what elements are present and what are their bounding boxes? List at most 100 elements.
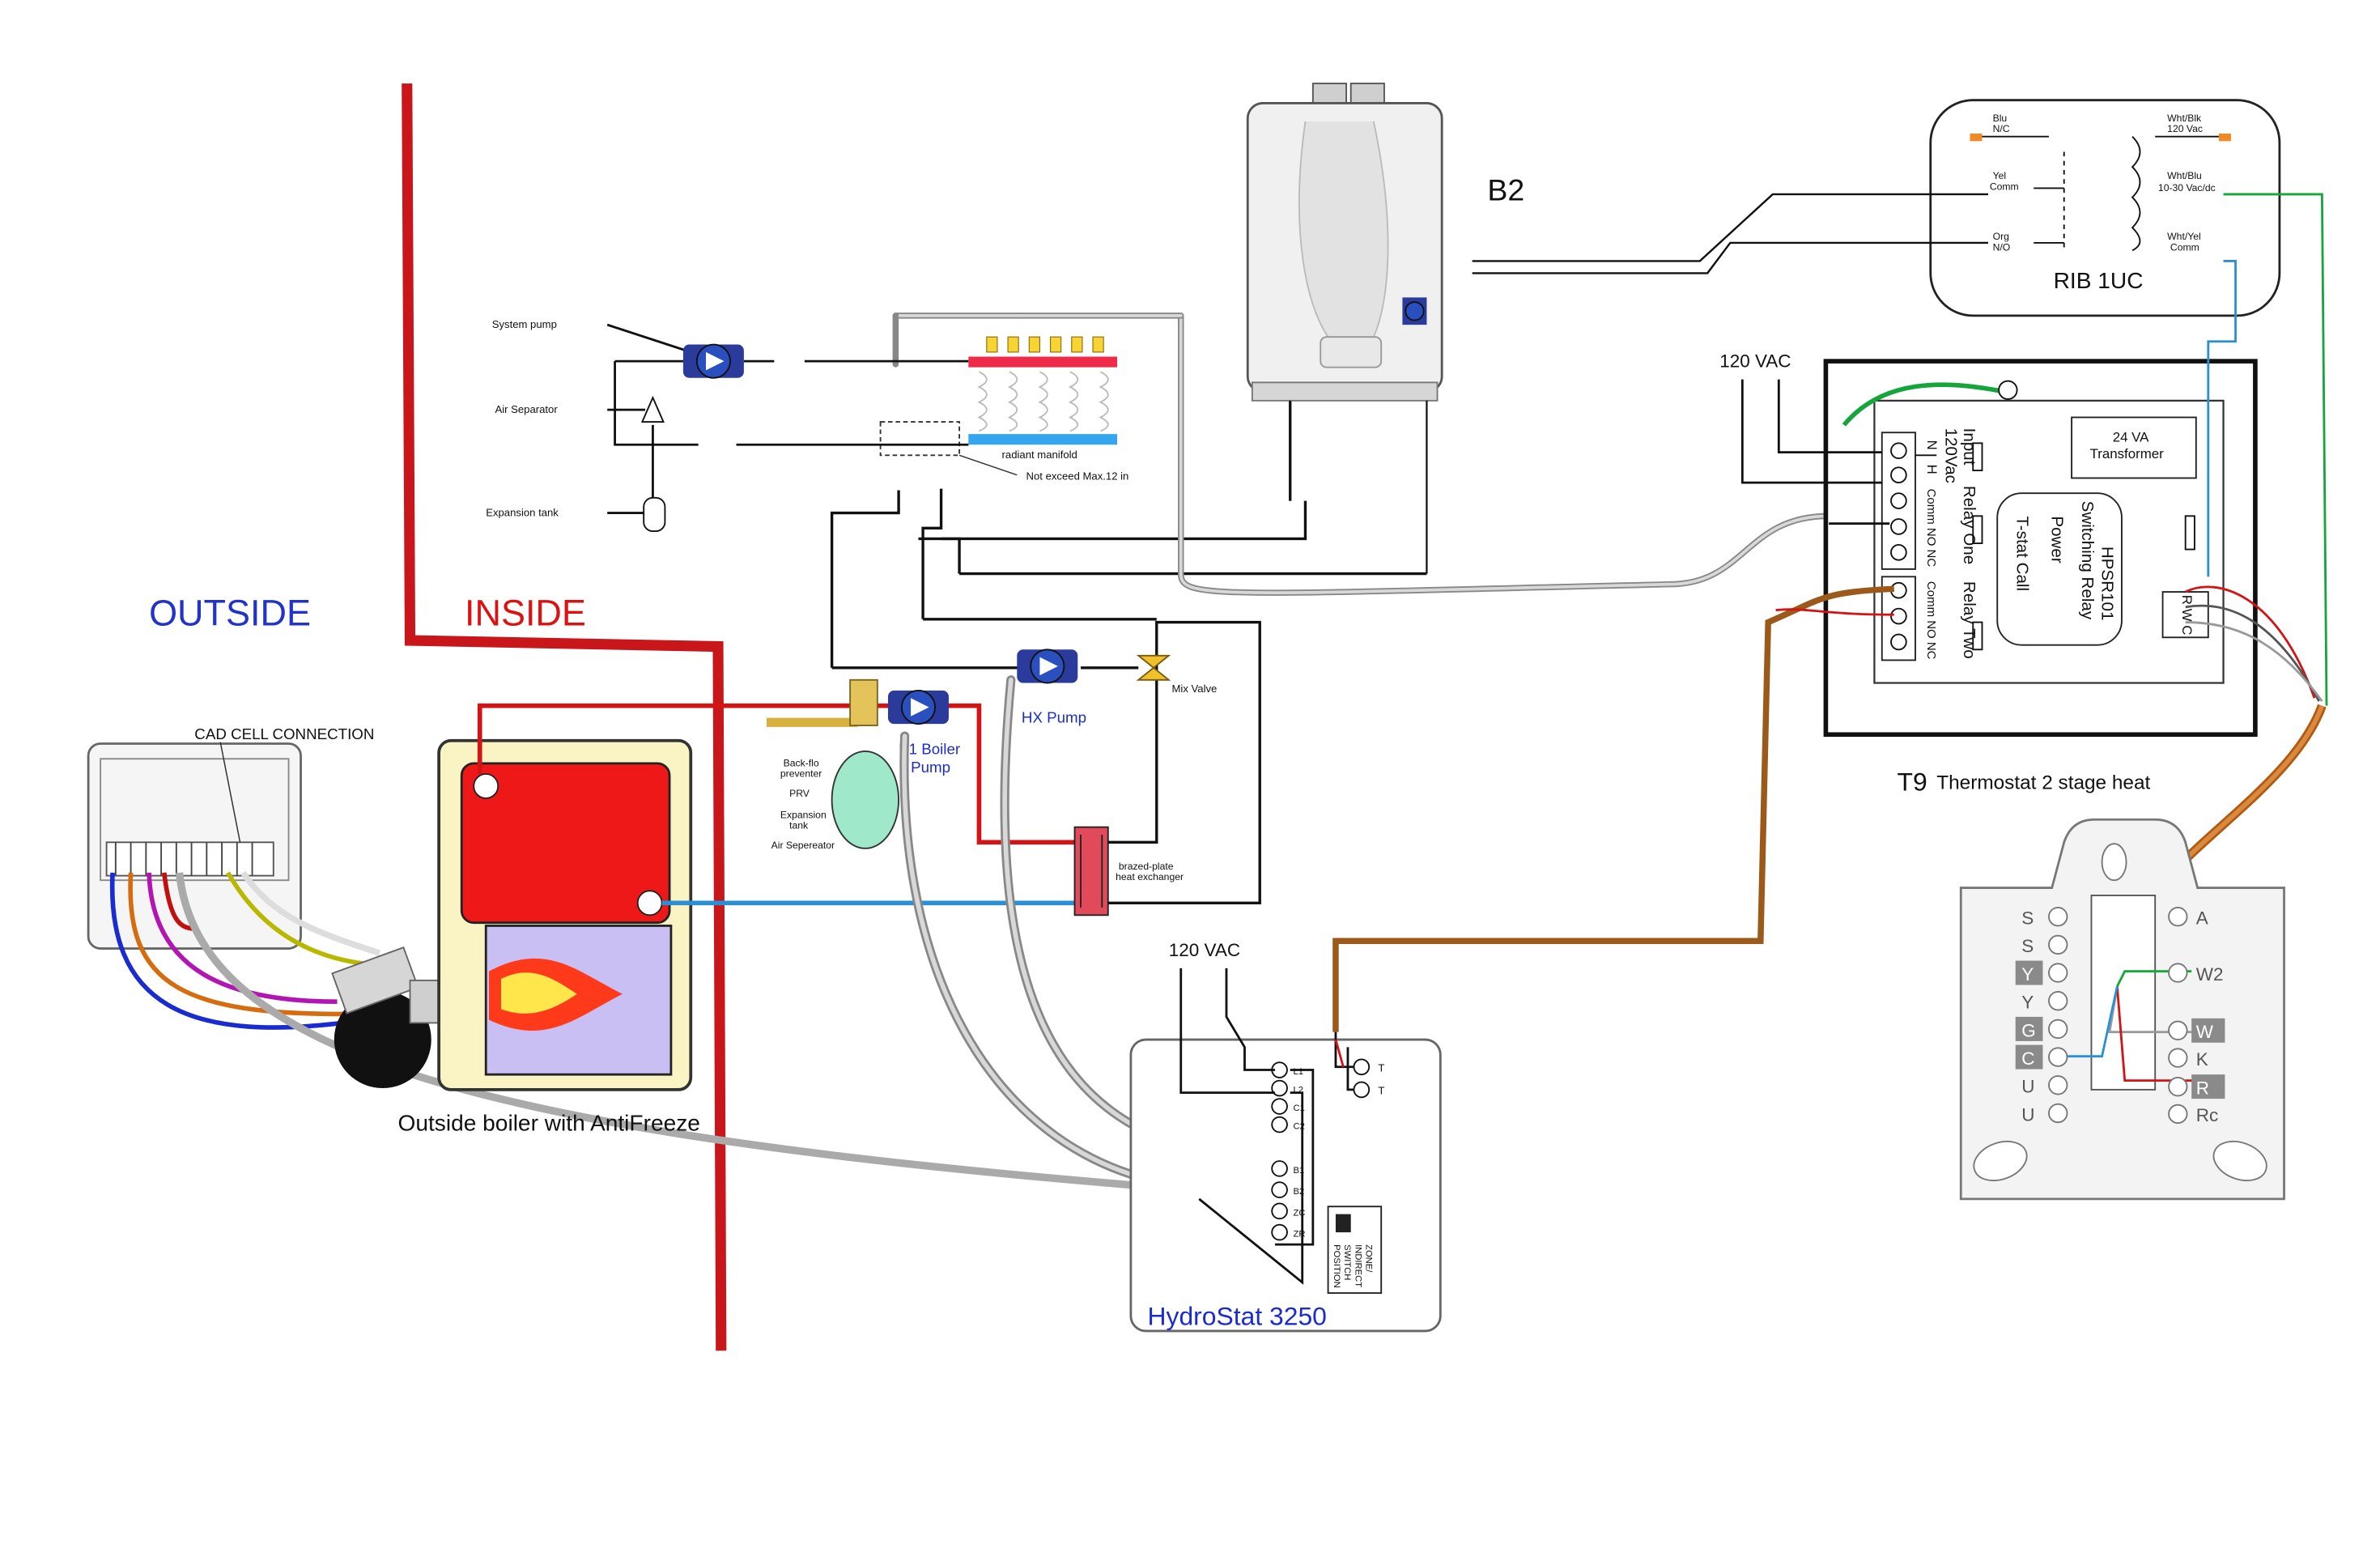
boiler-supply-pipe bbox=[477, 703, 1082, 845]
max-length-box bbox=[879, 421, 961, 457]
rib-wy: Wht/Yel bbox=[2167, 231, 2201, 242]
secondary-piping bbox=[830, 387, 1427, 905]
exp-tank-label-1: Expansion bbox=[780, 809, 827, 820]
thermostat-terminal-s: S bbox=[2015, 904, 2068, 929]
back-flo-label-1: Back-flo bbox=[784, 758, 819, 769]
thermostat-terminal-rc: Rc bbox=[2168, 1101, 2225, 1126]
hydrostat-label: HydroStat 3250 bbox=[1148, 1301, 1327, 1330]
air-sep-label-2: Air Sepereator bbox=[771, 840, 835, 851]
t9-thermostat-base bbox=[1959, 818, 2285, 1201]
rib-120: 120 Vac bbox=[2167, 123, 2203, 134]
thermostat-terminal-a: A bbox=[2168, 904, 2225, 929]
rib-blu: Blu bbox=[1993, 113, 2008, 124]
relay-two-terms: Comm NO NC bbox=[1924, 581, 1938, 660]
transformer-label-2: Transformer bbox=[2090, 446, 2165, 461]
hx-pump bbox=[1017, 649, 1078, 684]
svg-text:ZC: ZC bbox=[1293, 1208, 1305, 1218]
hydrostat-vac: 120 VAC bbox=[1169, 940, 1240, 960]
max-length-label: Not exceed Max.12 in bbox=[1026, 470, 1129, 482]
thermostat-terminal-g: G bbox=[2015, 1016, 2068, 1041]
mix-valve bbox=[1136, 654, 1171, 681]
expansion-assembly bbox=[767, 678, 900, 849]
rib-comm1: Comm bbox=[1990, 181, 2019, 192]
svg-text:R: R bbox=[2196, 1078, 2209, 1099]
thermostat-terminal-y: Y bbox=[2015, 989, 2068, 1014]
expansion-tank-small bbox=[643, 496, 666, 533]
thermostat-terminal-w: W bbox=[2168, 1018, 2225, 1043]
p1-boiler-pump bbox=[887, 689, 949, 725]
hydrostat-terminal-b1: B1 bbox=[1271, 1160, 1304, 1177]
hx-label-1: brazed-plate bbox=[1119, 861, 1174, 872]
p1-pump-label-2: Pump bbox=[911, 759, 950, 776]
relay-vac-label: 120 VAC bbox=[1719, 351, 1791, 372]
rib-no: N/O bbox=[1993, 241, 2011, 253]
system-pump bbox=[682, 343, 744, 379]
outside-label: OUTSIDE bbox=[149, 592, 311, 633]
svg-text:S: S bbox=[2021, 908, 2034, 929]
plate-heat-exchanger bbox=[1073, 826, 1109, 916]
air-separator-label: Air Separator bbox=[495, 403, 558, 415]
hx-pump-label: HX Pump bbox=[1022, 708, 1086, 725]
thermostat-terminal-w2: W2 bbox=[2168, 960, 2225, 985]
rib-label: RIB 1UC bbox=[2054, 268, 2144, 293]
boiler-return-port bbox=[636, 890, 663, 916]
svg-text:C: C bbox=[2021, 1048, 2034, 1069]
relay-name-1: HPSR101 bbox=[2098, 546, 2117, 621]
cad-cell-label: CAD CELL CONNECTION bbox=[194, 725, 374, 742]
mix-valve-label: Mix Valve bbox=[1172, 683, 1218, 695]
air-separator bbox=[640, 395, 665, 423]
b2-wall-boiler bbox=[1246, 83, 1443, 402]
relay-input-1: Input bbox=[1960, 428, 1978, 466]
boiler-supply-port bbox=[473, 773, 499, 799]
svg-text:G: G bbox=[2021, 1020, 2036, 1040]
burner-control-board: CAD CELL CONNECTION bbox=[87, 725, 374, 950]
thermostat-label-t9: T9 bbox=[1898, 768, 1927, 797]
exp-tank-label-2: tank bbox=[789, 819, 809, 831]
radiant-manifold-label: radiant manifold bbox=[1002, 449, 1077, 461]
relay-power-wires bbox=[1740, 379, 1937, 525]
back-flo-label-2: preventer bbox=[780, 768, 822, 780]
thermostat-terminal-c: C bbox=[2015, 1044, 2068, 1070]
outside-boiler bbox=[437, 738, 693, 1091]
prv-label: PRV bbox=[789, 788, 810, 799]
p1-pump-label-1: P1 Boiler bbox=[899, 741, 960, 758]
relay-n: N bbox=[1924, 440, 1940, 450]
relay-one-label: Relay One bbox=[1960, 486, 1978, 564]
thermostat-terminal-r: R bbox=[2168, 1074, 2225, 1099]
svg-text:Y: Y bbox=[2021, 993, 2034, 1013]
hx-label-2: heat exchanger bbox=[1116, 871, 1184, 882]
system-primary-loop bbox=[606, 323, 969, 514]
relay-name-2: Switching Relay bbox=[2078, 501, 2097, 620]
svg-text:U: U bbox=[2021, 1077, 2034, 1097]
hydrostat-zone-1: ZONE/ bbox=[1363, 1244, 1373, 1273]
rib-1030: 10-30 Vac/dc bbox=[2158, 182, 2216, 194]
svg-text:W2: W2 bbox=[2196, 964, 2224, 985]
rib-wb: Wht/Blk bbox=[2167, 113, 2202, 124]
svg-text:L1: L1 bbox=[1293, 1067, 1303, 1077]
gray-pex-lines bbox=[892, 313, 1832, 1189]
relay-input-2: 120Vac bbox=[1942, 428, 1961, 483]
b2-piping bbox=[1289, 400, 1428, 574]
thermostat-terminal-y: Y bbox=[2015, 960, 2068, 985]
relay-two-label: Relay Two bbox=[1960, 581, 1978, 659]
b2-label: B2 bbox=[1487, 172, 1524, 206]
thermostat-terminal-u: U bbox=[2015, 1073, 2068, 1098]
rib-b2-wires bbox=[1472, 193, 1988, 274]
boiler-label: Outside boiler with AntiFreeze bbox=[398, 1111, 700, 1136]
hpsr101-relay bbox=[1823, 359, 2258, 738]
svg-text:U: U bbox=[2021, 1104, 2034, 1125]
relay-power: Power bbox=[2048, 516, 2067, 563]
radiant-manifold bbox=[968, 336, 1118, 445]
rib-yel: Yel bbox=[1993, 170, 2006, 181]
hydrostat-t2: T bbox=[1378, 1085, 1384, 1097]
relay-rwc: R W C bbox=[2179, 595, 2195, 636]
wall-line bbox=[402, 83, 727, 1351]
rib-org: Org bbox=[1993, 231, 2009, 242]
hydrostat-zone-2: INDIRECT bbox=[1353, 1244, 1362, 1287]
rib-wbl: Wht/Blu bbox=[2167, 170, 2202, 181]
expansion-tank-label: Expansion tank bbox=[486, 506, 559, 518]
